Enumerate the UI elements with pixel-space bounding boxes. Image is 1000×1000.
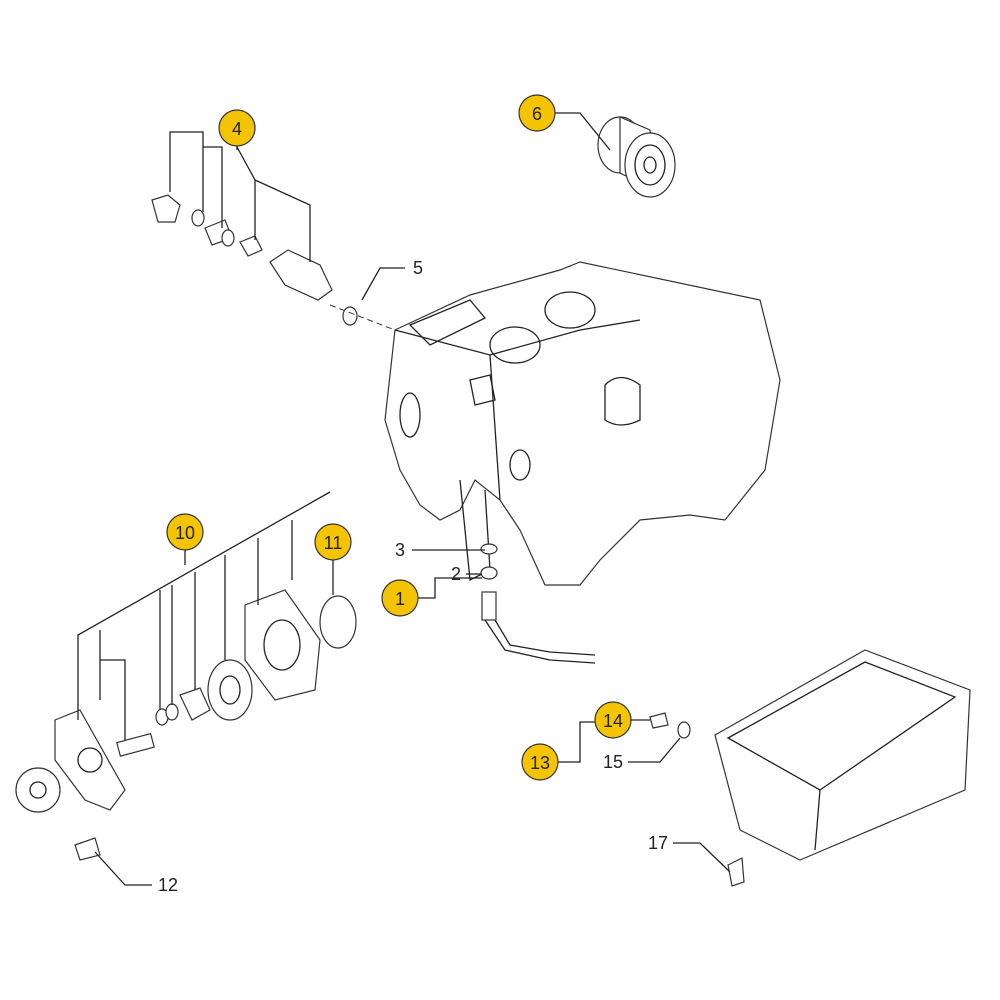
- callout-10[interactable]: 10: [166, 513, 204, 551]
- oil-pan: [649, 649, 971, 887]
- leader-lines: [77, 112, 731, 886]
- oil-pickup: [480, 543, 596, 664]
- callout-label: 6: [532, 104, 542, 124]
- callout-1[interactable]: 1: [381, 579, 419, 617]
- callout-4[interactable]: 4: [218, 109, 256, 147]
- callout-12[interactable]: 12: [158, 875, 178, 895]
- callout-13[interactable]: 13: [521, 743, 559, 781]
- oil-filter: [597, 116, 676, 198]
- callout-5[interactable]: 5: [413, 258, 423, 278]
- callout-label: 13: [530, 753, 550, 773]
- callout-15[interactable]: 15: [603, 752, 623, 772]
- oil-pump-parts: [15, 589, 357, 861]
- relief-valve-parts: [151, 194, 396, 331]
- engine-block: [384, 261, 781, 586]
- callout-11[interactable]: 11: [314, 523, 352, 561]
- callout-3[interactable]: 3: [395, 540, 405, 560]
- callout-label: 14: [603, 711, 623, 731]
- callout-label: 11: [324, 533, 343, 553]
- callout-2[interactable]: 2: [451, 564, 461, 584]
- callout-label: 4: [232, 119, 242, 139]
- callout-label: 1: [395, 589, 405, 609]
- callout-label: 10: [175, 523, 195, 543]
- callout-6[interactable]: 6: [518, 94, 556, 132]
- callout-14[interactable]: 14: [594, 701, 632, 739]
- callout-17[interactable]: 17: [648, 833, 668, 853]
